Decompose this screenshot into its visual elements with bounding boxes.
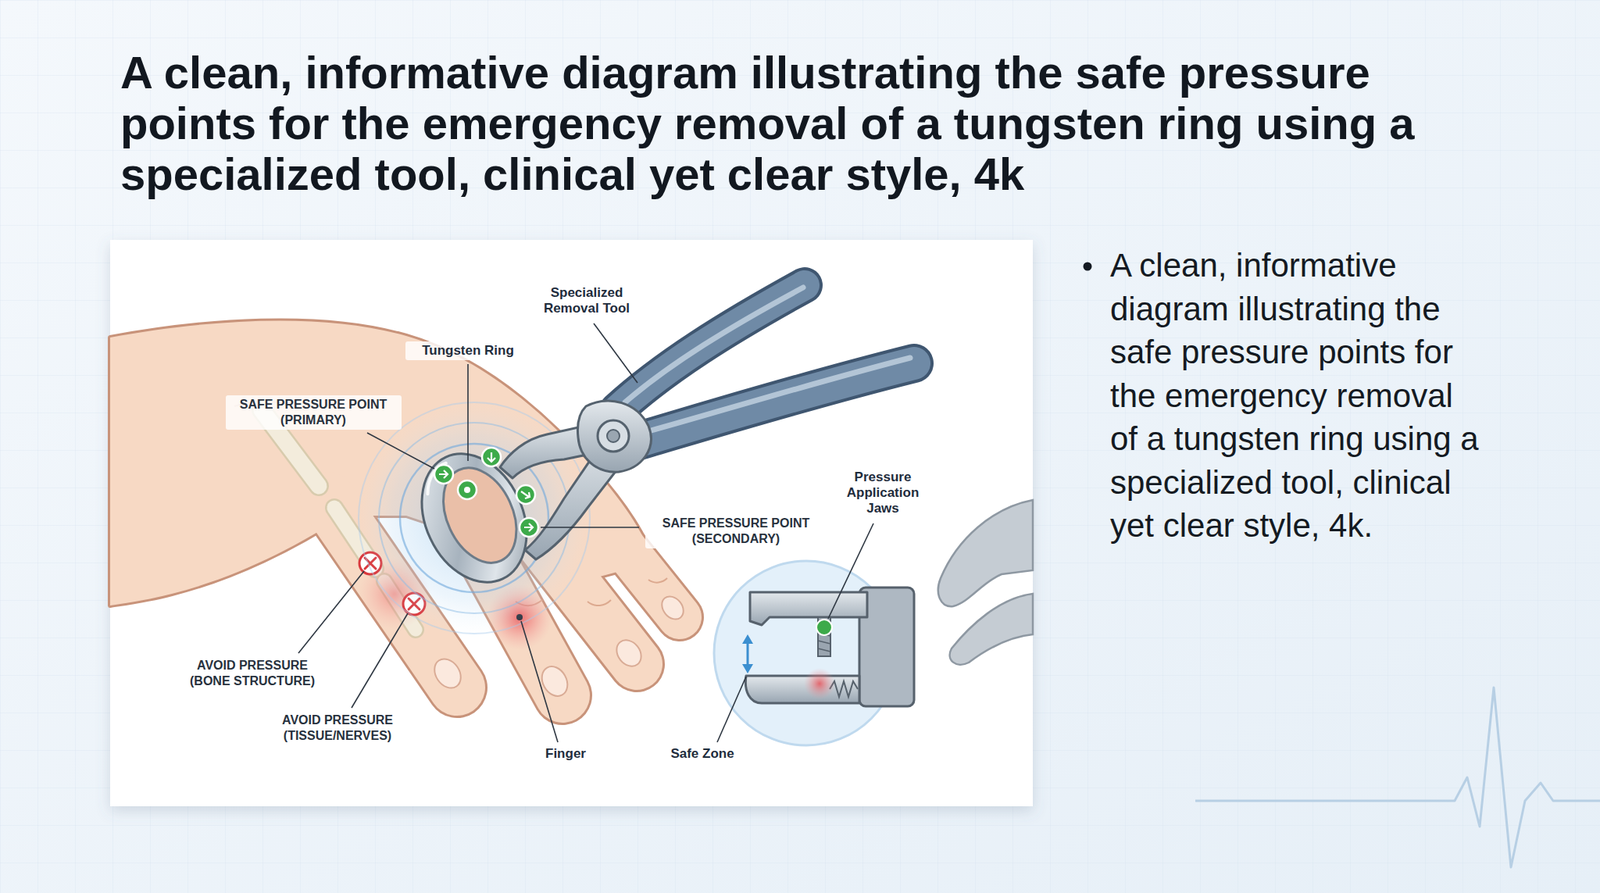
callout-label: Tungsten Ring — [405, 341, 531, 361]
danger-glow — [803, 667, 836, 700]
safe-arrow — [521, 491, 530, 499]
knuckle-crease — [648, 578, 668, 583]
callout-label: Finger — [530, 744, 601, 764]
safe-point — [516, 485, 536, 504]
safe-point — [482, 447, 501, 467]
leader-line — [367, 432, 435, 469]
leader-line — [828, 523, 874, 619]
fingernail — [536, 661, 573, 701]
leader-lines — [298, 323, 874, 743]
knuckle-crease — [587, 600, 611, 606]
tool-pivot — [597, 420, 629, 452]
safe-zone-arrow — [746, 642, 750, 666]
safe-point — [434, 464, 454, 484]
callout-label: Specialized Removal Tool — [535, 283, 638, 318]
leader-line — [540, 526, 640, 529]
fingernail — [657, 592, 689, 624]
safe-point — [457, 480, 477, 500]
tool-head — [577, 400, 651, 472]
safe-zone-arrowhead — [742, 634, 754, 674]
safe-arrow — [524, 523, 533, 532]
callout-label: SAFE PRESSURE POINT (PRIMARY) — [225, 395, 402, 430]
hand-illustration — [110, 320, 688, 700]
clamp-arm — [750, 592, 868, 625]
callout-label: Safe Zone — [659, 744, 746, 764]
glove — [950, 593, 1033, 665]
safe-point — [519, 517, 539, 537]
ring-highlight — [418, 462, 455, 494]
tool-highlight — [648, 357, 911, 432]
safe-arrow — [439, 470, 448, 479]
callout-label: SAFE PRESSURE POINT (SECONDARY) — [645, 514, 827, 549]
leader-line — [521, 621, 558, 743]
safe-points — [434, 447, 539, 537]
removal-tool — [500, 285, 915, 560]
fingernail — [428, 653, 466, 693]
tool-pivot — [607, 429, 620, 443]
leader-line — [593, 323, 638, 383]
callout-label: Pressure Application Jaws — [839, 467, 927, 518]
callout-label: AVOID PRESSURE (BONE STRUCTURE) — [172, 656, 333, 691]
illustration-panel — [110, 239, 1033, 807]
fingernail — [611, 635, 647, 672]
leader-line — [717, 676, 747, 743]
leader-line — [467, 364, 469, 461]
ecg-line — [1195, 687, 1600, 868]
safe-point — [816, 619, 833, 636]
safe-arrow — [487, 452, 496, 462]
callout-label: AVOID PRESSURE (TISSUE/NERVES) — [257, 710, 418, 746]
leader-line — [298, 571, 365, 654]
glove — [938, 500, 1033, 607]
leader-line — [351, 613, 408, 708]
page-title: A clean, informative diagram illustratin… — [120, 46, 1465, 200]
tool-handle — [636, 363, 915, 442]
clamp-jaw — [745, 675, 860, 704]
safe-center — [464, 486, 471, 493]
tool-handle — [636, 363, 915, 442]
bullet-dot — [1083, 262, 1093, 272]
bullet-text: A clean, informative diagram illustratin… — [1110, 243, 1486, 548]
